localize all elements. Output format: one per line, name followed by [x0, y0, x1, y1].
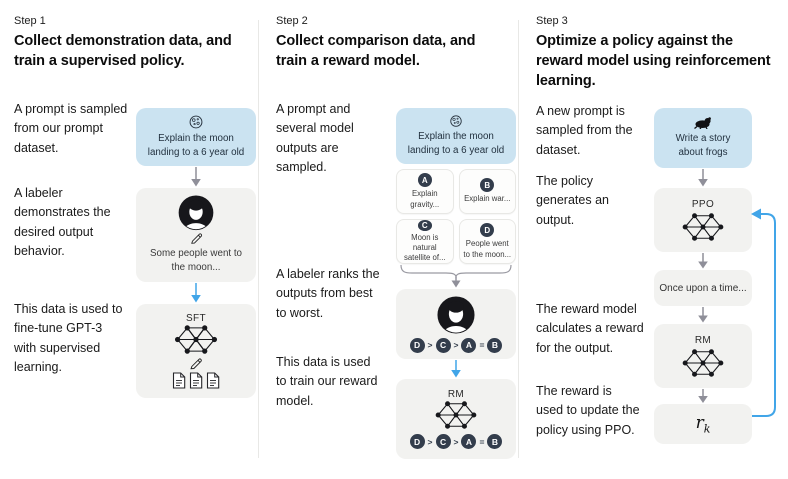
neural-network-icon	[682, 212, 724, 241]
step1-text-finetune: This data is used to fine-tune GPT-3 wit…	[14, 302, 123, 375]
step2-heading: Collect comparison data, and train a rew…	[276, 33, 476, 69]
step3-rm-box: RM	[654, 324, 752, 388]
step2-text-sampled: A prompt and several model outputs are s…	[276, 102, 354, 175]
step3-label: Step 3	[536, 15, 568, 27]
step1-demo-text: Some people went to the moon...	[149, 247, 243, 273]
step3-prompt-text: Write a story about frogs	[675, 132, 731, 158]
labeler-avatar-icon	[178, 195, 214, 231]
rank-pill: A	[461, 337, 477, 353]
step1-prompt-box: Explain the moon landing to a 6 year old	[136, 108, 256, 166]
step1-label: Step 1	[14, 15, 46, 27]
step2-label: Step 2	[276, 15, 308, 27]
output-letter: C	[417, 220, 432, 231]
rank-separator: >	[427, 436, 433, 447]
down-arrow-blue-icon	[451, 360, 461, 378]
step2-prompt-box: Explain the moon landing to a 6 year old	[396, 108, 516, 164]
step3-text-update: The reward is used to update the policy …	[536, 384, 640, 437]
rank-separator: =	[479, 340, 485, 350]
output-caption: People went to the moon...	[463, 239, 512, 259]
rank-separator: >	[453, 436, 459, 447]
ranking-row: D > C > A = B	[409, 337, 503, 353]
output-card-a: A Explain gravity...	[396, 169, 454, 214]
step3-ppo-box: PPO	[654, 188, 752, 252]
output-letter: D	[480, 223, 495, 238]
sft-label: SFT	[185, 313, 207, 324]
step3-flow: Write a story about frogs PPO	[654, 108, 752, 444]
step1-text-prompt: A prompt is sampled from our prompt data…	[14, 102, 128, 155]
rank-pill: C	[435, 337, 451, 353]
step3-text-reward-calc: The reward model calculates a reward for…	[536, 302, 644, 355]
reward-value: rk	[695, 412, 711, 436]
step2-flow: Explain the moon landing to a 6 year old…	[396, 108, 516, 459]
rank-pill: B	[487, 434, 503, 449]
output-card-d: D People went to the moon...	[458, 219, 516, 264]
rank-pill: C	[435, 434, 451, 449]
pencil-icon	[190, 358, 202, 370]
step3-text-policy: The policy generates an output.	[536, 174, 609, 227]
output-letter: B	[480, 178, 495, 193]
neural-network-icon	[435, 401, 477, 429]
frog-icon	[694, 117, 711, 129]
documents-icon	[172, 372, 220, 389]
step3-text-prompt: A new prompt is sampled from the dataset…	[536, 104, 633, 157]
step1-prompt-text: Explain the moon landing to a 6 year old	[147, 132, 245, 158]
output-card-b: B Explain war...	[458, 169, 516, 214]
step3-heading: Optimize a policy against the reward mod…	[536, 33, 771, 89]
rm-label: RM	[694, 334, 712, 346]
output-caption: Explain gravity...	[410, 189, 440, 209]
output-caption: Moon is natural satellite of...	[403, 232, 446, 262]
neural-network-icon	[174, 325, 218, 354]
step2-rm-box: RM D > C >	[396, 379, 516, 459]
down-arrow-icon	[698, 169, 708, 187]
rank-pill: D	[409, 337, 425, 353]
rank-pill: A	[461, 434, 477, 449]
ranking-row: D > C > A = B	[409, 434, 503, 449]
down-arrow-icon	[698, 389, 708, 403]
step1-flow: Explain the moon landing to a 6 year old	[136, 108, 256, 398]
down-arrow-icon	[698, 253, 708, 269]
down-arrow-icon	[698, 307, 708, 323]
step3-prompt-box: Write a story about frogs	[654, 108, 752, 168]
step1-labeler-box: Some people went to the moon...	[136, 188, 256, 282]
output-letter: A	[417, 173, 432, 188]
down-arrow-blue-icon	[191, 283, 201, 303]
labeler-avatar-icon	[437, 295, 475, 334]
rm-label: RM	[447, 389, 465, 400]
rank-pill: B	[487, 337, 503, 353]
output-cards: A Explain gravity... B Explain war... C …	[396, 169, 516, 264]
brace-arrow-icon	[400, 264, 512, 288]
step2-labeler-box: D > C > A = B	[396, 289, 516, 359]
neural-network-icon	[682, 348, 724, 377]
step2-prompt-text: Explain the moon landing to a 6 year old	[407, 130, 505, 156]
step2-text-train: This data is used to train our reward mo…	[276, 355, 378, 408]
step1-text-labeler: A labeler demonstrates the desired outpu…	[14, 186, 111, 259]
rank-separator: =	[479, 436, 485, 447]
rank-pill: D	[409, 434, 425, 449]
column-divider-1	[258, 20, 259, 458]
feedback-loop-arrow-icon	[751, 208, 776, 417]
rank-separator: >	[453, 340, 459, 350]
moon-icon	[189, 115, 203, 129]
rank-separator: >	[427, 340, 433, 350]
column-divider-2	[518, 20, 519, 458]
ppo-label: PPO	[691, 198, 715, 210]
step3-output-box: Once upon a time...	[654, 270, 752, 306]
output-caption: Explain war...	[464, 194, 511, 204]
step1-heading: Collect demonstration data, and train a …	[14, 33, 232, 69]
step1-sft-box: SFT	[136, 304, 256, 398]
output-card-c: C Moon is natural satellite of...	[396, 219, 454, 264]
pencil-icon	[190, 233, 202, 245]
step2-text-ranks: A labeler ranks the outputs from best to…	[276, 267, 380, 320]
down-arrow-icon	[191, 167, 201, 187]
step3-output-text: Once upon a time...	[659, 282, 747, 294]
step3-reward-box: rk	[654, 404, 752, 444]
moon-icon	[450, 115, 462, 127]
